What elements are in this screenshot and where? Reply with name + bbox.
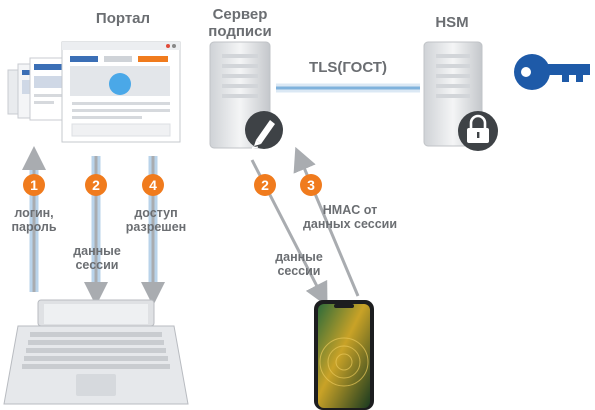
step-1-label: логин, пароль [2, 206, 66, 234]
step-2-phone-label: данные сессии [266, 250, 332, 278]
step-badge: 4 [142, 174, 164, 196]
step-2-label: данные сессии [64, 244, 130, 272]
step-3-label-line2: данных сессии [302, 217, 398, 231]
step-1-label-line2: пароль [11, 220, 57, 234]
portal-label: Портал [95, 10, 151, 27]
step-number: 1 [30, 177, 38, 193]
laptop-icon [3, 299, 189, 405]
pen-signature-icon [245, 111, 283, 149]
tls-label: TLS(ГОСТ) [309, 59, 387, 76]
step-2-label-line2: сессии [75, 258, 119, 272]
step-number: 2 [261, 177, 269, 193]
step-badge: 1 [23, 174, 45, 196]
step-badge: 2 [85, 174, 107, 196]
step-2-phone-label-line2: сессии [277, 264, 321, 278]
lock-icon [458, 111, 498, 151]
step-1-label-line1: логин, [14, 206, 54, 220]
hsm-label: HSM [435, 14, 469, 31]
step-2-phone-label-line1: данные [275, 250, 323, 264]
step-number: 3 [307, 177, 315, 193]
smartphone-icon [314, 300, 374, 410]
step-number: 4 [149, 177, 157, 193]
step-number: 2 [92, 177, 100, 193]
signature-server-label-line1: Сервер [212, 6, 268, 23]
step-4-label: доступ разрешен [120, 206, 192, 234]
portal-window-icon [61, 41, 181, 143]
step-badge: 3 [300, 174, 322, 196]
step-2-label-line1: данные [73, 244, 121, 258]
step-3-label: HMAC от данных сессии [294, 203, 406, 231]
step-3-label-line1: HMAC от [322, 203, 378, 217]
step-4-label-line2: разрешен [125, 220, 187, 234]
step-badge: 2 [254, 174, 276, 196]
browser-windows-icon [7, 57, 67, 121]
key-icon [514, 54, 590, 90]
step-4-label-line1: доступ [134, 206, 178, 220]
signature-server-label: Сервер подписи [192, 6, 288, 41]
signature-server-label-line2: подписи [208, 22, 272, 40]
